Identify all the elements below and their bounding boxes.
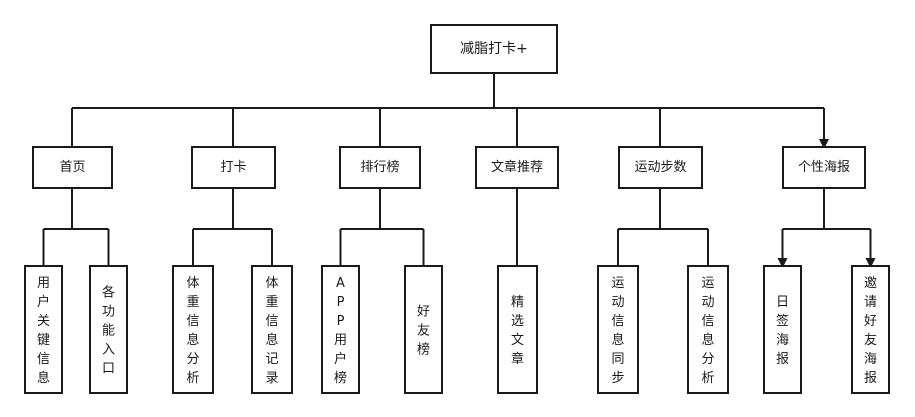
child-box-0-1	[89, 265, 128, 394]
connector-lines	[42, 73, 876, 268]
child-box-2-1	[404, 265, 443, 394]
section-box-3	[475, 146, 559, 189]
child-box-5-0	[763, 265, 802, 394]
child-label-4-1: 运动信息分析	[701, 276, 714, 386]
section-box-1	[191, 146, 276, 189]
child-box-3-0	[497, 265, 538, 394]
child-box-2-0	[321, 265, 360, 394]
section-box-4	[618, 146, 703, 189]
child-box-4-1	[687, 265, 729, 394]
section-label-3: 文章推荐	[491, 159, 543, 175]
section-box-5	[782, 146, 866, 189]
root-node-label: 减脂打卡+	[460, 40, 528, 57]
child-box-5-1	[851, 265, 890, 394]
section-label-5: 个性海报	[798, 160, 850, 175]
section-box-0	[32, 146, 113, 189]
child-label-0-1: 各功能入口	[102, 285, 115, 377]
child-label-5-1: 邀请好友海报	[864, 276, 877, 386]
child-box-4-0	[597, 265, 639, 394]
section-label-2: 排行榜	[360, 159, 399, 175]
section-label-0: 首页	[59, 160, 85, 175]
section-label-1: 打卡	[220, 160, 246, 175]
section-box-2	[339, 146, 421, 189]
child-label-1-0: 体重信息分析	[186, 276, 199, 386]
section-label-4: 运动步数	[634, 160, 686, 175]
child-label-4-0: 运动信息同步	[611, 276, 624, 386]
child-label-3-0: 精选文章	[511, 295, 524, 367]
child-label-0-0: 用户关键信息	[37, 276, 50, 386]
root-node-box	[430, 24, 558, 74]
child-box-0-0	[24, 265, 63, 394]
child-box-1-0	[172, 265, 214, 394]
child-label-2-1: 好友榜	[417, 305, 430, 358]
child-label-1-1: 体重信息记录	[265, 276, 278, 386]
child-box-1-1	[251, 265, 293, 394]
child-label-5-0: 日签海报	[776, 295, 789, 367]
